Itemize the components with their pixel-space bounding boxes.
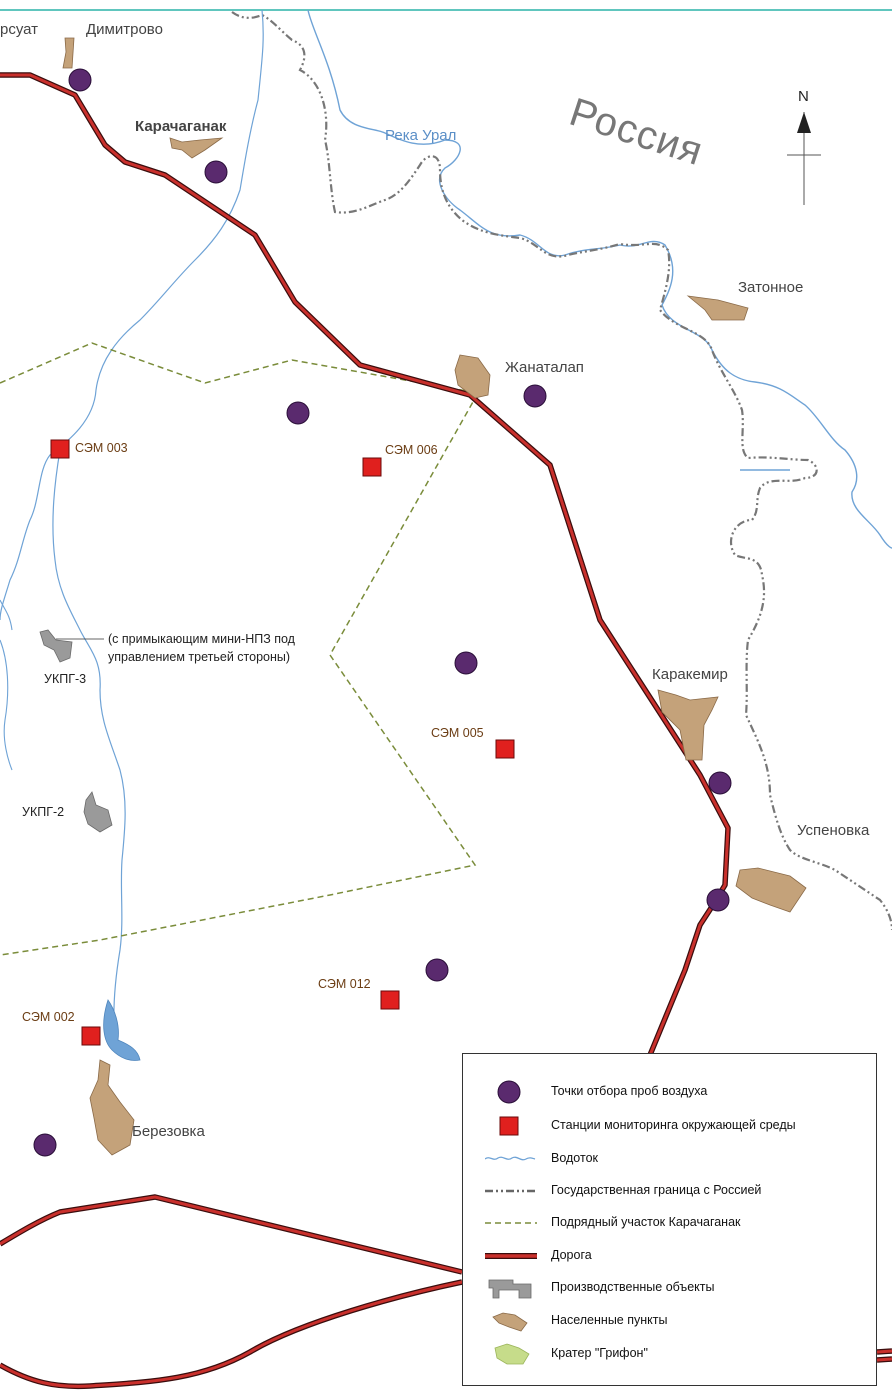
air-sampling-points <box>33 68 732 1157</box>
monitoring-stations <box>50 439 515 1046</box>
station-label: СЭМ 006 <box>385 443 438 457</box>
sampling-point <box>454 651 478 675</box>
sampling-point <box>68 68 92 92</box>
station-label: СЭМ 003 <box>75 441 128 455</box>
sampling-point <box>708 771 732 795</box>
stream-central <box>52 449 126 1041</box>
legend-label: Населенные пункты <box>551 1313 668 1327</box>
settlement-label: Каракемир <box>652 666 728 683</box>
settlement-dimitrovo <box>62 37 75 69</box>
settlement-zhanatalap <box>454 354 491 399</box>
legend-row: Кратер "Грифон" <box>463 1342 876 1366</box>
station-sem-005 <box>495 739 515 759</box>
legend-label: Государственная граница с Россией <box>551 1183 762 1197</box>
legend-row: Станции мониторинга окружающей среды <box>463 1114 876 1138</box>
settlement-zatonnoe <box>686 295 749 321</box>
legend-row: Водоток <box>463 1147 876 1171</box>
map-legend: Точки отбора проб воздуха Станции монито… <box>462 1053 877 1386</box>
station-sem-002 <box>81 1026 101 1046</box>
legend-row: Дорога <box>463 1244 876 1268</box>
contract-area-icon <box>485 1222 537 1224</box>
station-label: СЭМ 002 <box>22 1010 75 1024</box>
legend-label: Точки отбора проб воздуха <box>551 1084 708 1098</box>
legend-label: Кратер "Грифон" <box>551 1346 648 1360</box>
road-icon <box>485 1253 537 1259</box>
settlement-label: Жанаталап <box>505 359 584 376</box>
sampling-point <box>706 888 730 912</box>
settlement-uspenovka <box>735 867 807 913</box>
crater-icon <box>494 1343 530 1365</box>
legend-row: Государственная граница с Россией <box>463 1179 876 1203</box>
station-label: СЭМ 005 <box>431 726 484 740</box>
station-sem-012 <box>380 990 400 1010</box>
legend-label: Дорога <box>551 1248 592 1262</box>
north-label: N <box>798 88 809 105</box>
facility-label: УКПГ-3 <box>44 672 87 686</box>
sampling-point <box>425 958 449 982</box>
river-label-ural: Река Урал <box>385 127 457 144</box>
legend-label: Станции мониторинга окружающей среды <box>551 1118 796 1132</box>
north-arrow-icon <box>787 112 821 205</box>
watercourse-icon <box>485 1156 536 1161</box>
contract-area-boundary <box>0 342 480 956</box>
facility-ukpg-3 <box>39 629 73 663</box>
settlement-label: Затонное <box>738 279 804 296</box>
legend-label: Водоток <box>551 1151 598 1165</box>
settlement-berezovka <box>89 1059 135 1156</box>
settlement-label: Димитрово <box>86 21 163 38</box>
legend-label: Производственные объекты <box>551 1280 715 1294</box>
sampling-point <box>286 401 310 425</box>
sampling-point <box>33 1133 57 1157</box>
settlement-label: Березовка <box>132 1123 205 1140</box>
settlement-karakemir <box>657 689 719 761</box>
station-sem-006 <box>362 457 382 477</box>
legend-row: Подрядный участок Карачаганак <box>463 1211 876 1235</box>
settlement-label: Успеновка <box>797 822 870 839</box>
station-label: СЭМ 012 <box>318 977 371 991</box>
sampling-point <box>204 160 228 184</box>
settlement-label: рсуат <box>0 21 39 38</box>
facility-note: (с примыкающим мини-НПЗ под управлением … <box>108 632 295 664</box>
stream-far-west <box>0 599 13 771</box>
stream-west <box>0 9 264 621</box>
station-sem-003 <box>50 439 70 459</box>
russia-border <box>231 11 892 931</box>
legend-label: Подрядный участок Карачаганак <box>551 1215 741 1229</box>
settlement-karachaganak <box>169 137 224 159</box>
sampling-point <box>523 384 547 408</box>
facility-label: УКПГ-2 <box>22 805 65 819</box>
facility-ukpg-2 <box>83 791 113 833</box>
settlement-label: Карачаганак <box>135 118 227 135</box>
air-sampling-point-icon <box>497 1080 521 1104</box>
industrial-facility-icon <box>488 1279 532 1299</box>
facilities <box>39 629 113 833</box>
pond <box>103 999 141 1061</box>
legend-row: Производственные объекты <box>463 1276 876 1300</box>
settlements <box>62 37 807 1156</box>
state-border-icon <box>485 1189 535 1193</box>
legend-row: Населенные пункты <box>463 1309 876 1333</box>
monitoring-station-icon <box>499 1116 519 1136</box>
settlement-icon <box>492 1312 528 1332</box>
legend-row: Точки отбора проб воздуха <box>463 1080 876 1104</box>
